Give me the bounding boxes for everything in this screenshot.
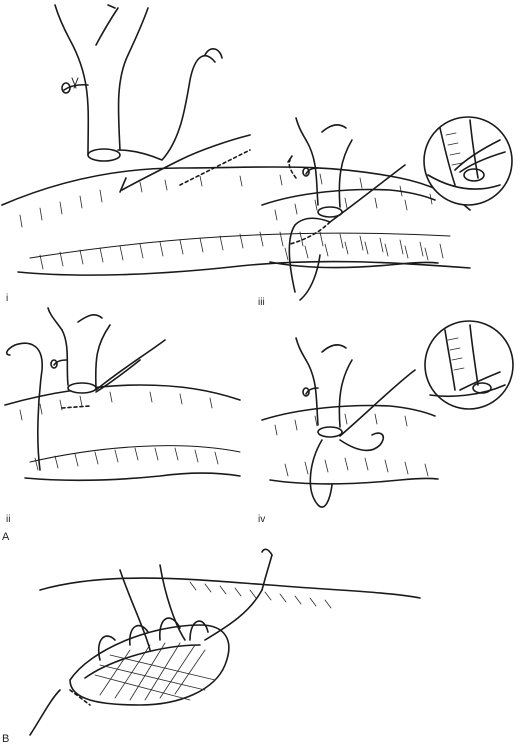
panel-label-ii: ii — [6, 514, 11, 525]
panel-label-i: i — [6, 293, 9, 304]
panel-iii-hatching — [274, 197, 429, 261]
panel-ii-hatching — [19, 391, 241, 471]
panel-label-iii: iii — [258, 297, 265, 308]
panel-iii-illustration — [261, 117, 439, 301]
panel-iv-inset — [424, 320, 514, 410]
panel-iv-hatching — [274, 413, 429, 477]
panel-iii-inset — [423, 116, 513, 206]
panel-b-lumen-mesh — [94, 642, 216, 701]
panel-b-illustration — [29, 548, 421, 736]
group-label-a: A — [2, 531, 10, 543]
group-label-b: B — [2, 733, 10, 745]
panel-ii-illustration — [4, 307, 241, 481]
panel-i-hatching — [19, 173, 451, 270]
panel-i-illustration — [1, 4, 471, 276]
panel-label-iv: iv — [258, 514, 266, 525]
panel-iv-illustration — [261, 337, 439, 508]
